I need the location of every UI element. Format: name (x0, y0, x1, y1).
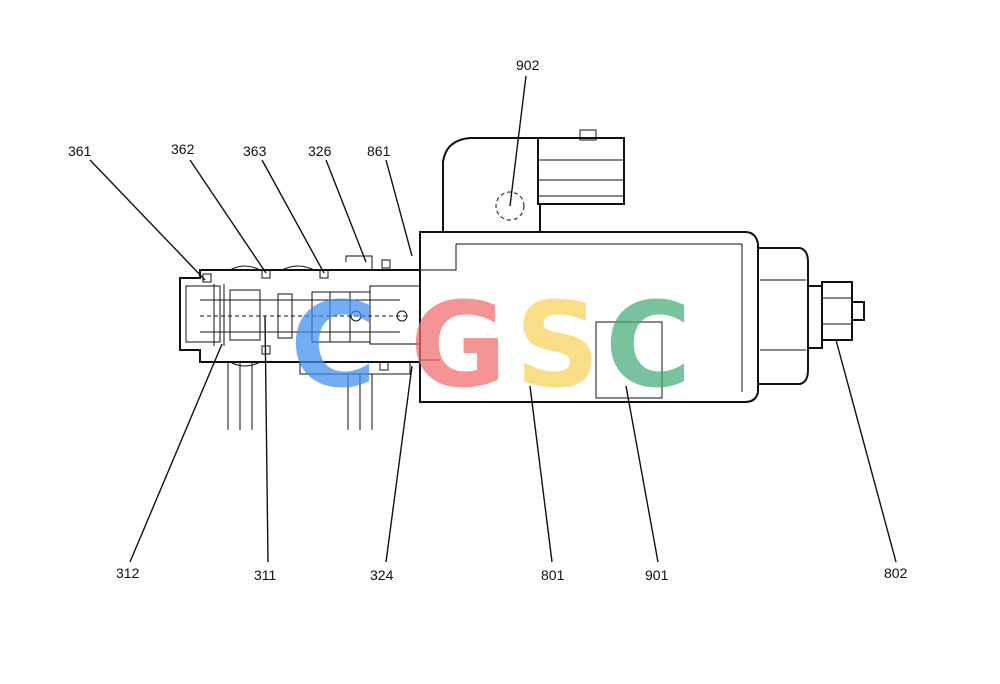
label-311: 311 (254, 567, 277, 583)
label-312: 312 (116, 565, 140, 581)
valve-cartridge (179, 255, 421, 375)
port-lines (227, 362, 373, 430)
watermark-letter-2: G (410, 276, 507, 414)
part-labels: 902 361 362 363 326 861 312 311 324 801 … (68, 57, 908, 583)
watermark: C G S C (290, 276, 692, 414)
leader-lines (89, 75, 897, 563)
label-324: 324 (370, 567, 394, 583)
watermark-letter-1: C (290, 276, 377, 414)
watermark-letter-3: S (515, 276, 600, 414)
label-326: 326 (308, 143, 332, 159)
label-363: 363 (243, 143, 267, 159)
watermark-letter-4: C (605, 276, 692, 414)
label-901: 901 (645, 567, 669, 583)
label-801: 801 (541, 567, 565, 583)
coil-box (595, 321, 663, 399)
electrical-connector (495, 129, 625, 221)
rear-nut (757, 247, 865, 385)
label-362: 362 (171, 141, 195, 157)
label-361: 361 (68, 143, 92, 159)
label-861: 861 (367, 143, 391, 159)
label-902: 902 (516, 57, 540, 73)
hidden-terminal-circle (495, 191, 525, 221)
label-802: 802 (884, 565, 908, 581)
